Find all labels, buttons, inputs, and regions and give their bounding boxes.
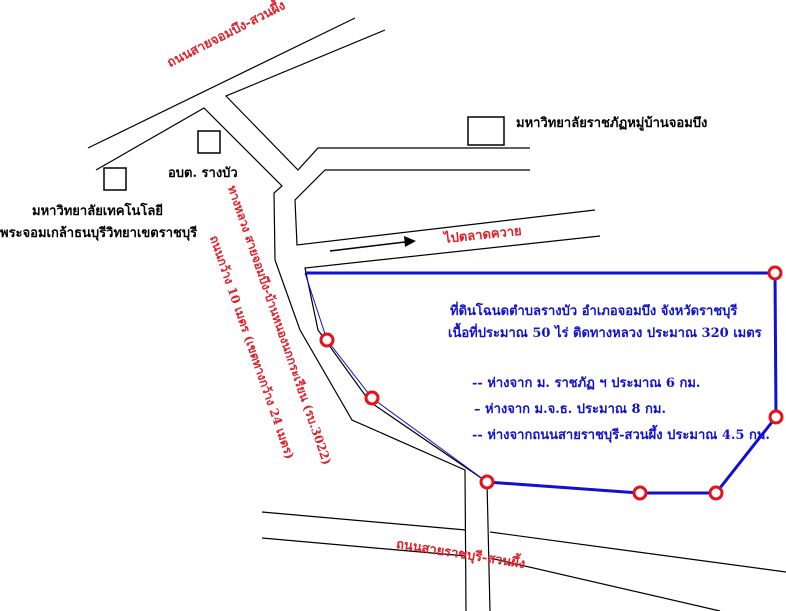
bottom-road-lower-edge-right xyxy=(489,557,721,611)
top-road-lower-edge-left xyxy=(95,107,467,611)
bottom-road-upper-edge-right xyxy=(489,531,786,573)
direction-arrow xyxy=(329,236,416,252)
rajabhat-building xyxy=(467,116,505,146)
land-info-line1: ที่ดินโฉนดตำบลรางบัว อำเภอจอมบึง จังหวัด… xyxy=(450,304,738,319)
distance-item: – ห่างจาก ม.จ.ธ. ประมาณ 8 กม. xyxy=(474,402,666,417)
marker xyxy=(319,332,335,348)
boundary-markers xyxy=(319,265,784,501)
top-road-lower-edge-right xyxy=(224,29,530,171)
land-info-line2: เนื้อที่ประมาณ 50 ไร่ ติดทางหลวง ประมาณ … xyxy=(448,326,762,341)
distance-item: -- ห่างจาก ม. ราชภัฏ ฯ ประมาณ 6 กม. xyxy=(472,376,701,391)
buildings xyxy=(103,116,505,191)
land-boundary xyxy=(304,271,778,495)
marker xyxy=(767,265,783,281)
rajabhat-label: มหาวิทยาลัยราชภัฏหมู่บ้านจอมบึง xyxy=(516,116,708,131)
distance-item: -- ห่างจากถนนสายราชบุรี-สวนผึ้ง ประมาณ 4… xyxy=(472,428,770,443)
obt-label: อบต. รางบัว xyxy=(168,166,238,181)
top-road-upper-edge xyxy=(87,17,356,149)
obt-building xyxy=(197,130,221,154)
side-road-lower-edge xyxy=(294,169,596,246)
marker xyxy=(632,485,648,501)
highway-right-edge xyxy=(304,235,601,611)
marker xyxy=(708,485,724,501)
marker xyxy=(364,390,380,406)
tech-university-label-1: มหาวิทยาลัยเทคโนโลยี xyxy=(32,204,163,219)
marker xyxy=(479,474,495,490)
bottom-road-upper-edge xyxy=(261,511,467,531)
roads xyxy=(87,17,786,611)
bottom-road-lower-edge xyxy=(261,537,467,557)
tech-university-building xyxy=(103,167,127,191)
marker xyxy=(768,409,784,425)
tech-university-label-2: พระจอมเกล้าธนบุรีวิทยาเขตราชบุรี xyxy=(0,226,198,241)
